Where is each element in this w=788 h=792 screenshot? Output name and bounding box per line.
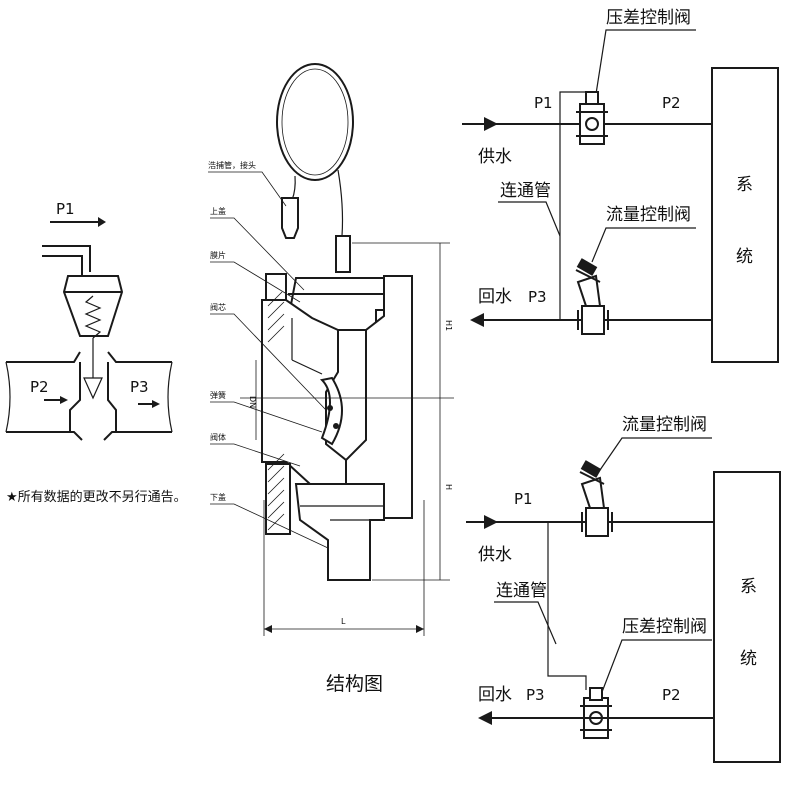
pipe-bottom-left <box>6 431 83 441</box>
leader-membrane <box>210 261 301 303</box>
top-system-box <box>711 67 779 363</box>
impulse-line-inner <box>42 255 83 276</box>
bottom-impulse-tube <box>547 522 587 690</box>
seat-left <box>69 362 81 432</box>
top-flow-valve-label: 流量控制阀 <box>606 205 691 225</box>
valve-body-inner <box>291 318 323 375</box>
bottom-system-char-1: 系 <box>740 577 757 597</box>
pipe-right-end <box>167 361 173 433</box>
p2-arrowhead <box>60 396 68 404</box>
dim-h: H <box>444 484 453 490</box>
top-p1: P1 <box>534 94 553 112</box>
note-text: ★所有数据的更改不另行通告。 <box>6 489 187 505</box>
top-flow-valve-icon <box>575 258 609 335</box>
hatch <box>267 291 285 531</box>
spring-icon <box>84 295 102 339</box>
pipe-bottom-right <box>103 431 172 441</box>
pipe-top-left <box>6 351 81 363</box>
leader-lower-cover <box>210 503 329 549</box>
bottom-diff-valve-icon <box>580 687 612 739</box>
valve-plug <box>83 377 103 400</box>
impulse-line <box>42 245 91 272</box>
top-bypass-leader <box>498 201 561 237</box>
bottom-flow-valve-icon <box>579 460 613 537</box>
bottom-system-diagram: 流量控制阀 P1 供水 连通管 压差控制阀 回水 P3 <box>466 415 781 763</box>
label-membrane: 膜片 <box>210 250 226 260</box>
dim-l: L <box>341 617 346 626</box>
bottom-bypass-leader <box>494 601 557 645</box>
bottom-bypass-label: 连通管 <box>496 581 547 601</box>
label-upper-cover: 上盖 <box>210 206 226 216</box>
bottom-diff-leader <box>601 639 712 693</box>
top-p2: P2 <box>662 94 681 112</box>
core-dot-2 <box>333 423 339 429</box>
p1-arrowhead <box>98 217 106 227</box>
capillary-coil-inner <box>281 68 349 176</box>
top-bypass-label: 连通管 <box>500 181 551 201</box>
top-supply-arrow <box>484 117 498 131</box>
l-arrow-left <box>264 625 272 633</box>
leader-valve-body <box>210 443 301 467</box>
capillary-connector <box>335 235 351 273</box>
capillary-fitting <box>281 197 299 239</box>
top-system-diagram: 压差控制阀 P1 P2 供水 连通管 回水 P3 流量控制阀 <box>462 8 779 363</box>
top-return-label: 回水 <box>478 287 512 307</box>
label-lower-cover: 下盖 <box>210 492 226 502</box>
bottom-system-char-2: 统 <box>740 649 757 669</box>
label-p2: P2 <box>30 378 49 396</box>
lower-flange <box>265 463 291 535</box>
bottom-supply-arrow <box>484 515 498 529</box>
label-p3: P3 <box>130 378 149 396</box>
bottom-p1: P1 <box>514 490 533 508</box>
l-arrow-right <box>416 625 424 633</box>
top-diff-valve-icon <box>576 91 608 145</box>
capillary-tube <box>291 175 296 201</box>
pipe-top-right <box>107 351 172 363</box>
p3-arrowhead <box>152 400 160 408</box>
top-diff-leader <box>595 29 696 95</box>
top-diff-valve-label: 压差控制阀 <box>606 8 691 28</box>
top-supply-label: 供水 <box>478 147 512 167</box>
label-valve-body: 阀体 <box>210 432 226 442</box>
actuator-housing <box>62 275 124 337</box>
capillary-coil <box>276 63 354 181</box>
bottom-supply-label: 供水 <box>478 545 512 565</box>
leader-upper-cover <box>210 217 305 291</box>
top-return-arrow <box>470 313 484 327</box>
bottom-diff-valve-label: 压差控制阀 <box>622 617 707 637</box>
bottom-p3: P3 <box>526 686 545 704</box>
leader-spring <box>210 401 323 433</box>
capillary-tube-2 <box>337 169 344 237</box>
label-p1: P1 <box>56 200 75 218</box>
dim-dn: DN <box>248 396 257 408</box>
lower-cover-inner <box>300 505 384 521</box>
top-system-char-2: 统 <box>736 247 753 267</box>
bottom-p2: P2 <box>662 686 681 704</box>
top-p3: P3 <box>528 288 547 306</box>
dim-h1: H1 <box>444 320 453 331</box>
pipe-left-end <box>5 361 11 433</box>
valve-schematic: P1 P2 P3 ★所有数据的更改不另行通告。 <box>5 200 187 505</box>
structure-drawing: H1 H DN L 浩捕管，接头 上盖 膜片 阀芯 弹簧 阀体 下盖 结构图 <box>208 63 454 695</box>
l-dim <box>263 500 425 636</box>
leader-capillary <box>208 171 287 207</box>
bottom-return-label: 回水 <box>478 685 512 705</box>
bottom-flow-valve-label: 流量控制阀 <box>622 415 707 435</box>
top-flow-leader <box>591 227 696 263</box>
bottom-flow-leader <box>599 437 712 471</box>
seat-right <box>107 362 117 432</box>
label-spring: 弹簧 <box>210 390 226 400</box>
lower-body <box>294 483 385 581</box>
bottom-return-arrow <box>478 711 492 725</box>
leader-valve-core <box>210 313 327 411</box>
top-system-char-1: 系 <box>736 175 753 195</box>
label-capillary: 浩捕管，接头 <box>208 160 256 170</box>
bottom-system-box <box>713 471 781 763</box>
core-dot <box>327 405 333 411</box>
structure-caption: 结构图 <box>326 673 383 695</box>
label-valve-core: 阀芯 <box>210 302 226 312</box>
